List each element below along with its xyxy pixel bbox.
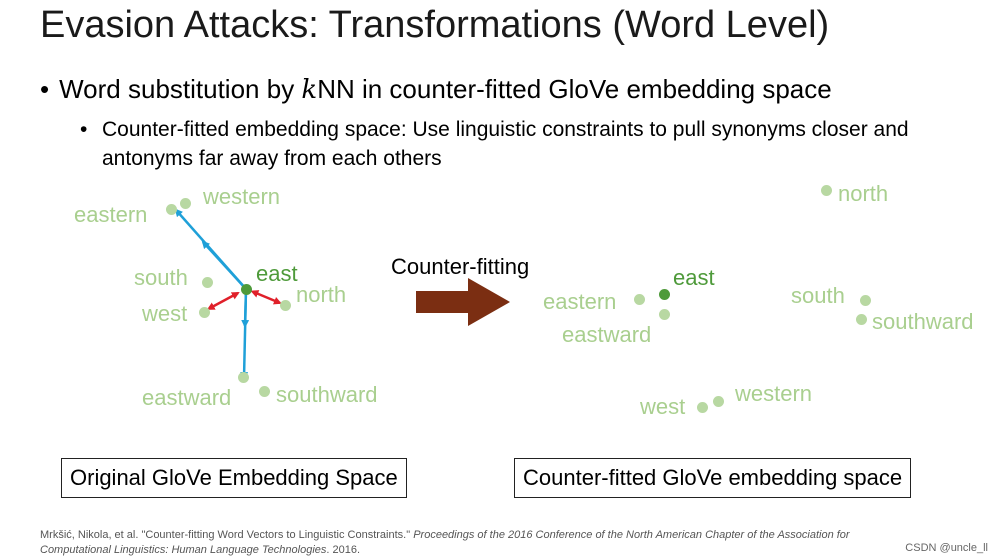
word-western-cf: western	[735, 381, 813, 406]
watermark: CSDN @uncle_ll	[905, 542, 988, 554]
knn-nn: NN	[317, 74, 355, 104]
caption-original-space: Original GloVe Embedding Space	[61, 458, 407, 498]
edge-east-west	[206, 291, 240, 310]
point-west-cf	[697, 402, 708, 413]
bullet-dot: •	[80, 118, 88, 141]
point-west	[199, 307, 210, 318]
word-north-cf: north	[838, 181, 889, 206]
word-south-cf: south	[791, 283, 845, 308]
point-eastern	[166, 204, 177, 215]
bullet-1-pre: Word substitution by	[59, 74, 302, 104]
knn-k: k	[301, 75, 318, 105]
word-east-cf: east	[673, 265, 715, 290]
point-south-cf	[860, 295, 871, 306]
word-south: south	[134, 265, 188, 290]
slide-title: Evasion Attacks: Transformations (Word L…	[40, 4, 830, 46]
bullet-1-post: in counter-fitted GloVe embedding space	[354, 74, 832, 104]
point-eastern-cf	[634, 294, 645, 305]
bullet-dot: •	[40, 74, 50, 104]
point-western	[180, 198, 191, 209]
reference-authors: Mrkšić, Nikola, et al. "Counter-fitting …	[40, 529, 414, 541]
reference-citation: Mrkšić, Nikola, et al. "Counter-fitting …	[40, 528, 900, 558]
bullet-2-text: Counter-fitted embedding space: Use ling…	[102, 118, 909, 170]
word-north: north	[296, 282, 347, 307]
word-western: western	[203, 184, 281, 209]
counter-fitting-label: Counter-fitting	[391, 254, 530, 279]
reference-year: . 2016.	[326, 544, 361, 556]
point-north-cf	[821, 185, 832, 196]
word-eastern: eastern	[74, 202, 148, 227]
word-west-cf: west	[640, 394, 686, 419]
word-eastward-cf: eastward	[562, 322, 652, 347]
reference-venue: Proceedings of the 2016 Conference of th…	[40, 529, 850, 556]
word-southward-cf: southward	[872, 309, 974, 334]
counter-fitting-arrow	[416, 278, 510, 326]
word-west: west	[142, 301, 188, 326]
word-eastward: eastward	[142, 385, 232, 410]
bullet-2: • Counter-fitted embedding space: Use li…	[80, 115, 950, 173]
point-eastward-cf	[659, 309, 670, 320]
point-south	[202, 277, 213, 288]
edge-east-north	[250, 290, 282, 305]
point-eastward	[238, 372, 249, 383]
word-eastern-cf: eastern	[543, 289, 617, 314]
point-north	[280, 300, 291, 311]
word-east: east	[256, 261, 298, 286]
word-southward: southward	[276, 382, 378, 407]
point-western-cf	[713, 396, 724, 407]
point-southward-cf	[856, 314, 867, 325]
edge-east-eastward-mid	[241, 288, 250, 328]
point-southward	[259, 386, 270, 397]
bullet-1: • Word substitution by kNN in counter-fit…	[40, 74, 832, 105]
edge-east-eastern-mid	[201, 240, 247, 290]
caption-counter-fitted-space: Counter-fitted GloVe embedding space	[514, 458, 912, 498]
point-east-cf	[659, 289, 670, 300]
point-east	[241, 284, 252, 295]
